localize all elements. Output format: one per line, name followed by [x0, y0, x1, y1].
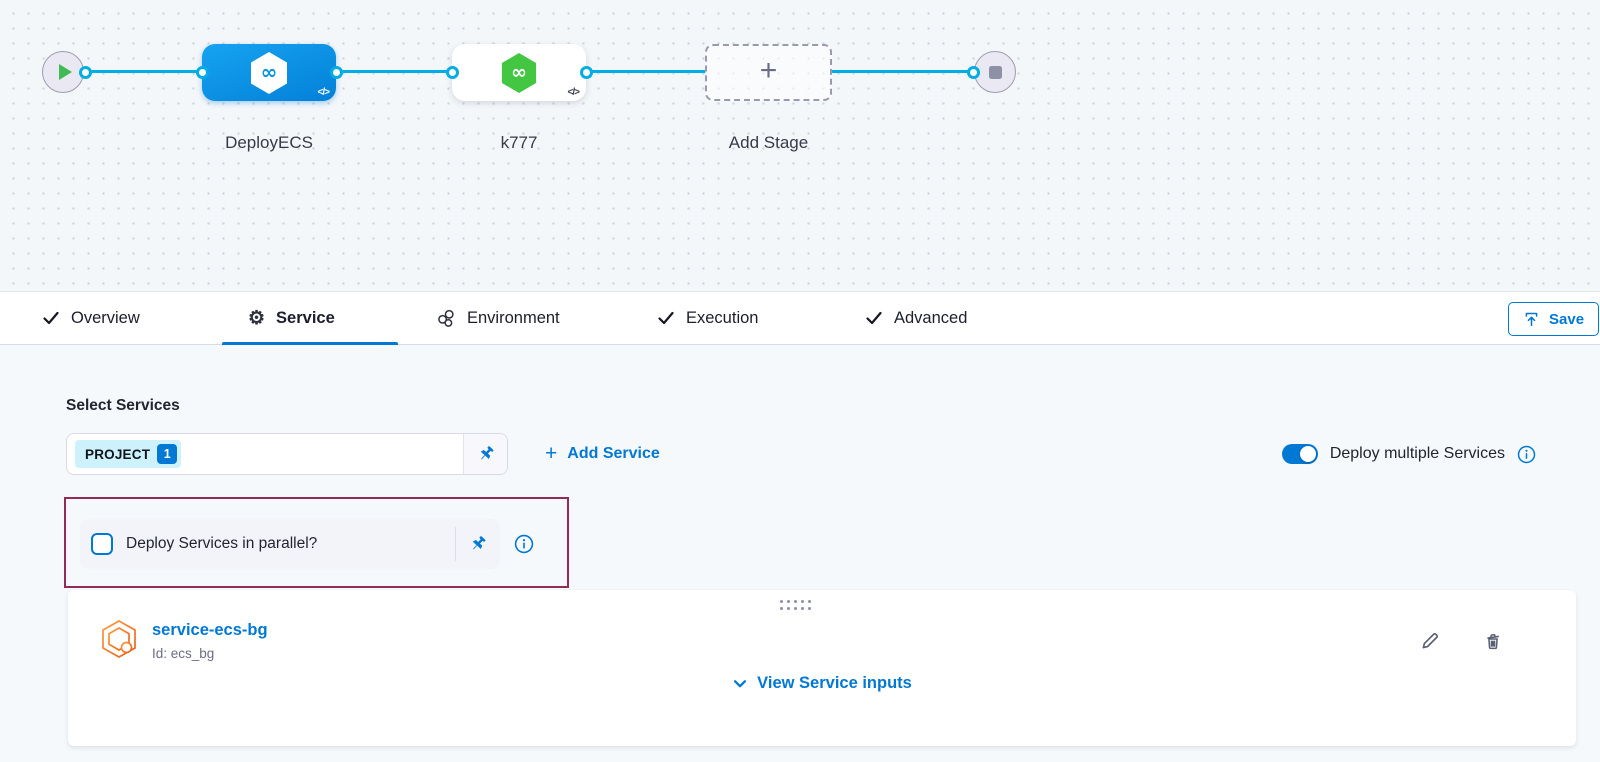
annotation-highlight-box: Deploy Services in parallel? — [64, 497, 569, 588]
delete-service-button[interactable] — [1482, 630, 1504, 657]
harness-logo-icon: ∞ — [501, 52, 537, 93]
edge-stage1-stage2 — [336, 70, 453, 73]
tab-label: Overview — [71, 308, 140, 327]
project-chip-label: PROJECT — [85, 446, 151, 462]
stage-node-deployecs[interactable]: ∞ </> — [202, 44, 336, 101]
edge-addstage-end — [831, 70, 974, 73]
info-icon[interactable] — [514, 534, 534, 554]
node-port — [966, 65, 980, 79]
play-icon — [58, 64, 72, 80]
deploy-parallel-label: Deploy Services in parallel? — [126, 535, 318, 552]
pipeline-end-node — [974, 51, 1016, 93]
stage-label-k777: k777 — [500, 133, 538, 152]
add-service-label: Add Service — [567, 445, 660, 462]
upload-icon — [1525, 312, 1538, 327]
tab-service[interactable]: ⚙ Service — [248, 292, 335, 344]
service-card: service-ecs-bg Id: ecs_bg — [68, 590, 1576, 746]
svg-text:∞: ∞ — [261, 60, 278, 84]
pipeline-canvas[interactable]: ∞ </> ∞ </> + DeployECS k777 Add Stage — [0, 0, 1600, 291]
edit-service-button[interactable] — [1419, 630, 1441, 657]
service-tab-panel: Select Services PROJECT 1 + Add Ser — [0, 345, 1600, 762]
tab-label: Service — [276, 308, 335, 327]
check-icon — [866, 311, 882, 325]
service-id-text: Id: ecs_bg — [152, 646, 215, 661]
tab-label: Environment — [467, 308, 560, 327]
save-button[interactable]: Save — [1508, 302, 1600, 336]
toggle-knob — [1299, 446, 1316, 462]
project-chip-count-badge: 1 — [157, 444, 178, 464]
svg-text:∞: ∞ — [511, 61, 527, 83]
chevron-down-icon — [734, 679, 747, 687]
tab-advanced[interactable]: Advanced — [865, 292, 967, 344]
check-icon — [43, 311, 59, 325]
check-icon — [658, 311, 674, 325]
view-service-inputs-label: View Service inputs — [757, 674, 912, 692]
code-icon: </> — [317, 87, 331, 98]
project-chip[interactable]: PROJECT 1 — [75, 440, 182, 468]
select-services-pin-button[interactable] — [463, 434, 507, 474]
select-services-input[interactable]: PROJECT 1 — [66, 433, 508, 475]
stop-icon — [988, 65, 1002, 79]
tab-environment[interactable]: Environment — [437, 292, 560, 344]
environment-icon — [438, 309, 454, 327]
deploy-parallel-checkbox[interactable] — [91, 533, 113, 555]
trash-icon — [1487, 633, 1499, 650]
select-services-label: Select Services — [66, 397, 180, 414]
drag-handle[interactable] — [780, 600, 811, 610]
deploy-parallel-pin-button[interactable] — [456, 519, 500, 569]
divider — [455, 527, 456, 561]
tab-label: Advanced — [894, 308, 968, 327]
tab-label: Execution — [686, 308, 759, 327]
deploy-multiple-services-group: Deploy multiple Services — [1281, 433, 1536, 475]
deploy-multiple-services-label: Deploy multiple Services — [1329, 445, 1505, 462]
service-hexagon-icon — [102, 620, 136, 658]
node-port — [579, 65, 593, 79]
tab-overview[interactable]: Overview — [42, 292, 140, 344]
stage-config-tabbar: Overview ⚙ Service Environment Execution — [0, 291, 1600, 345]
info-icon[interactable] — [1517, 445, 1536, 464]
add-service-button[interactable]: + Add Service — [545, 433, 660, 475]
service-name-link[interactable]: service-ecs-bg — [152, 621, 268, 639]
deploy-multiple-services-toggle[interactable] — [1281, 444, 1318, 464]
node-port — [329, 65, 343, 79]
edge-stage2-addstage — [586, 70, 706, 73]
view-service-inputs-link[interactable]: View Service inputs — [68, 674, 1576, 693]
stage-label-addstage: Add Stage — [728, 133, 809, 152]
stage-node-k777[interactable]: ∞ </> — [452, 44, 586, 101]
node-port — [445, 65, 459, 79]
code-icon: </> — [567, 87, 581, 98]
pipeline-start-node — [42, 51, 84, 93]
pin-icon — [472, 536, 486, 550]
stage-label-deployecs: DeployECS — [225, 133, 313, 152]
active-tab-underline — [222, 342, 398, 345]
edge-start-stage1 — [89, 70, 203, 73]
pencil-icon — [1422, 632, 1439, 649]
node-port — [195, 65, 209, 79]
plus-icon: + — [759, 54, 778, 87]
deploy-parallel-row: Deploy Services in parallel? — [80, 519, 500, 569]
add-stage-button[interactable]: + — [705, 44, 832, 101]
pin-icon — [480, 446, 493, 460]
plus-icon: + — [545, 441, 558, 465]
save-button-label: Save — [1549, 310, 1585, 328]
node-port — [78, 65, 92, 79]
tab-execution[interactable]: Execution — [657, 292, 758, 344]
harness-logo-icon: ∞ — [251, 51, 287, 94]
gear-icon: ⚙ — [248, 307, 266, 329]
